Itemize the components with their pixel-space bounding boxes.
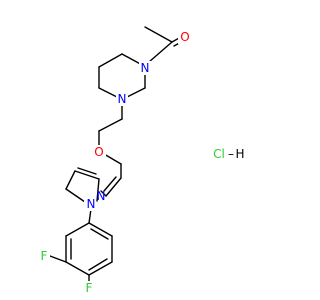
bond-layer <box>49 26 184 286</box>
bond-benzene-1b <box>90 228 109 240</box>
bond-benzene-3b <box>88 258 108 271</box>
atom-f-para: F <box>86 281 93 295</box>
atom-o-carbonyl: O <box>180 30 189 44</box>
bond-linker-4 <box>103 153 122 165</box>
salt-label: Cl – H <box>213 147 244 161</box>
bond-c-f-meta <box>49 255 67 263</box>
bond-pyrazole-1 <box>105 177 122 197</box>
bond-benzene-3 <box>88 261 113 276</box>
bond-linker-2 <box>98 118 123 132</box>
salt-cl: Cl <box>213 147 225 161</box>
bond-pyrazole-4b <box>77 167 97 175</box>
bond-pip-4 <box>98 87 118 98</box>
bond-pyrazole-5 <box>65 170 76 190</box>
bond-benzene-4 <box>65 261 90 276</box>
salt-h: H <box>235 147 244 161</box>
atom-n-pyrazole-1: N <box>87 197 96 211</box>
bond-pyrazole-3 <box>96 178 100 202</box>
bond-pyrazole-1b <box>103 176 117 192</box>
chemical-structure: O N N O N N F F Cl – H <box>38 26 245 295</box>
bond-pyrazole-2 <box>100 190 107 197</box>
atom-f-meta: F <box>41 249 48 263</box>
bond-methyl-carbonyl <box>144 26 173 43</box>
bond-n-aryl <box>88 208 92 224</box>
bond-pip-2 <box>98 53 123 68</box>
atom-n-pyrazole-2: N <box>97 189 106 203</box>
atom-n-piperazine-top: N <box>141 61 150 75</box>
bond-carbonyl-n <box>148 41 173 63</box>
salt-bond: – <box>228 147 234 161</box>
atom-n-piperazine-bottom: N <box>118 92 127 106</box>
bond-pyrazole-6 <box>65 188 86 203</box>
atom-label-layer: O N N O N N F F <box>38 30 192 295</box>
atom-o-ether: O <box>94 145 103 159</box>
bond-benzene-6 <box>65 222 90 237</box>
bond-pyrazole-4 <box>74 170 100 180</box>
bond-benzene-1 <box>88 222 113 237</box>
bond-pip-5 <box>126 87 146 98</box>
